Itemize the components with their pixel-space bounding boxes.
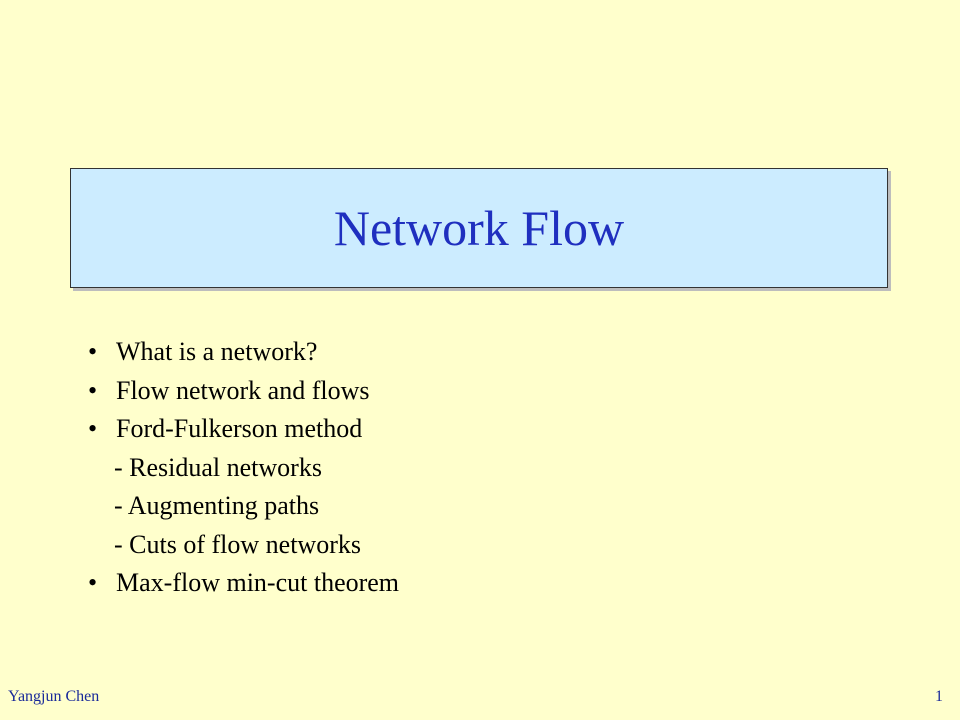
bullet-icon: • bbox=[88, 414, 98, 443]
list-item: • What is a network? bbox=[88, 333, 399, 372]
bullet-icon: • bbox=[88, 568, 98, 597]
bullet-list: • What is a network? • Flow network and … bbox=[88, 333, 399, 603]
list-item: • Max-flow min-cut theorem bbox=[88, 564, 399, 603]
sub-list-item: - Cuts of flow networks bbox=[88, 526, 399, 565]
bullet-icon: • bbox=[88, 337, 98, 366]
title-box: Network Flow bbox=[70, 168, 888, 288]
footer-page-number: 1 bbox=[935, 688, 943, 705]
sub-list-item-text: - Residual networks bbox=[114, 452, 322, 482]
bullet-icon: • bbox=[88, 375, 98, 405]
list-item-text: Flow network and flows bbox=[116, 375, 370, 405]
sub-list-item: - Residual networks bbox=[88, 449, 399, 488]
sub-list-item-text: - Cuts of flow networks bbox=[114, 529, 361, 559]
footer-author: Yangjun Chen bbox=[8, 688, 100, 705]
slide-title: Network Flow bbox=[333, 200, 625, 256]
list-item: • Flow network and flows bbox=[88, 372, 399, 411]
sub-list-item: - Augmenting paths bbox=[88, 487, 399, 526]
list-item-text: Ford-Fulkerson method bbox=[116, 414, 363, 443]
sub-list-item-text: - Augmenting paths bbox=[114, 491, 320, 520]
list-item-text: What is a network? bbox=[116, 337, 318, 366]
list-item-text: Max-flow min-cut theorem bbox=[116, 568, 400, 597]
list-item: • Ford-Fulkerson method bbox=[88, 410, 399, 449]
